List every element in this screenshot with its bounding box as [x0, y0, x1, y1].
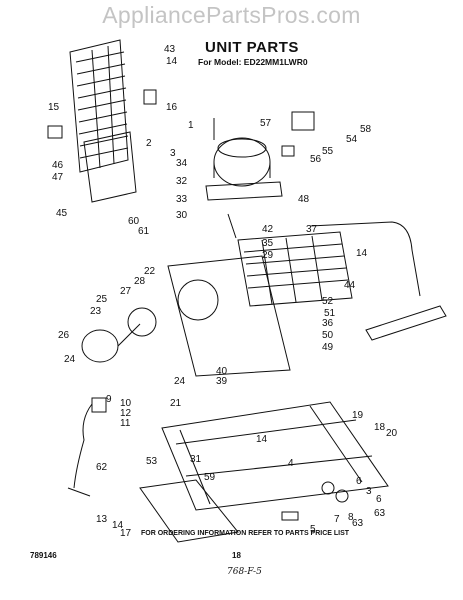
callout-label: 8 — [348, 512, 354, 523]
callout-label: 45 — [56, 208, 68, 219]
compressor-illustration — [205, 118, 283, 201]
callout-label: 27 — [120, 286, 132, 297]
callout-label: 36 — [322, 318, 334, 329]
coil-illustration — [237, 231, 353, 307]
callout-label: 14 — [256, 434, 268, 445]
page-title: UNIT PARTS — [205, 39, 299, 56]
relay-illustration — [291, 111, 315, 131]
callout-label: 37 — [306, 224, 318, 235]
callout-label: 44 — [344, 280, 356, 291]
callout-label: 62 — [96, 462, 108, 473]
condenser-coil-illustration — [69, 39, 129, 173]
callout-label: 43 — [164, 44, 176, 55]
callout-label: 32 — [176, 176, 188, 187]
callout-label: 30 — [176, 210, 188, 221]
callout-label: 13 — [96, 514, 108, 525]
callout-label: 24 — [64, 354, 76, 365]
callout-label: 61 — [138, 226, 150, 237]
callout-label: 48 — [298, 194, 310, 205]
callout-label: 18 — [374, 422, 386, 433]
callout-label: 2 — [146, 138, 152, 149]
callout-label: 39 — [216, 376, 228, 387]
callout-label: 25 — [96, 294, 108, 305]
callout-label: 59 — [204, 472, 216, 483]
callout-label: 55 — [322, 146, 334, 157]
part-15-illustration — [47, 125, 63, 139]
fan-bracket-illustration — [167, 255, 291, 377]
callout-label: 29 — [262, 250, 274, 261]
callout-label: 31 — [190, 454, 202, 465]
fan-motor-illustration — [81, 307, 157, 363]
callout-label: 56 — [310, 154, 322, 165]
callout-label: 35 — [262, 238, 274, 249]
callout-label: 40 — [216, 366, 228, 377]
callout-label: 6 — [356, 476, 362, 487]
part-16-illustration — [143, 89, 157, 105]
callout-label: 52 — [322, 296, 334, 307]
callout-label: 14 — [112, 520, 124, 531]
callout-label: 19 — [352, 410, 364, 421]
callout-label: 14 — [356, 248, 368, 259]
callout-label: 50 — [322, 330, 334, 341]
overload-illustration — [281, 145, 295, 157]
callout-label: 14 — [166, 56, 178, 67]
handwritten-code: 768-F-5 — [227, 567, 262, 577]
callout-label: 63 — [374, 508, 386, 519]
callout-label: 53 — [146, 456, 158, 467]
callout-label: 33 — [176, 194, 188, 205]
callout-label: 26 — [58, 330, 70, 341]
callout-label: 16 — [166, 102, 178, 113]
watermark: AppliancePartsPros.com — [102, 2, 361, 28]
callout-label: 23 — [90, 306, 102, 317]
callout-label: 58 — [360, 124, 372, 135]
roller-illustration — [281, 481, 349, 521]
condenser-cover-illustration — [83, 131, 137, 203]
callout-label: 57 — [260, 118, 272, 129]
callout-label: 51 — [324, 308, 336, 319]
model-number: For Model: ED22MM1LWR0 — [198, 57, 308, 67]
document-number: 789146 — [30, 551, 57, 560]
callout-label: 60 — [128, 216, 140, 227]
callout-label: 47 — [52, 172, 64, 183]
tubing-illustration — [227, 213, 421, 297]
callout-label: 22 — [144, 266, 156, 277]
callout-label: 1 — [188, 120, 194, 131]
callout-label: 10 — [120, 398, 132, 409]
callout-label: 46 — [52, 160, 64, 171]
callout-label: 17 — [120, 528, 132, 539]
callout-label: 21 — [170, 398, 182, 409]
callout-label: 34 — [176, 158, 188, 169]
callout-label: 6 — [376, 494, 382, 505]
callout-label: 49 — [322, 342, 334, 353]
base-frame-illustration — [161, 401, 389, 511]
callout-label: 24 — [174, 376, 186, 387]
callout-label: 5 — [310, 524, 316, 535]
callout-label: 63 — [352, 518, 364, 529]
callout-label: 3 — [366, 486, 372, 497]
drain-trough-illustration — [365, 305, 447, 341]
callout-label: 7 — [334, 514, 340, 525]
drain-pan-illustration — [139, 479, 239, 543]
callout-label: 12 — [120, 408, 132, 419]
callout-label: 15 — [48, 102, 60, 113]
callout-label: 9 — [106, 394, 112, 405]
wire-harness-illustration — [67, 403, 93, 497]
page-number: 18 — [232, 551, 241, 560]
callout-label: 4 — [288, 458, 294, 469]
callout-label: 42 — [262, 224, 274, 235]
ordering-note: FOR ORDERING INFORMATION REFER TO PARTS … — [141, 530, 350, 537]
callout-label: 3 — [170, 148, 176, 159]
callout-label: 54 — [346, 134, 358, 145]
part-9-illustration — [91, 397, 107, 413]
callout-label: 20 — [386, 428, 398, 439]
callout-label: 11 — [120, 418, 131, 429]
callout-label: 28 — [134, 276, 146, 287]
